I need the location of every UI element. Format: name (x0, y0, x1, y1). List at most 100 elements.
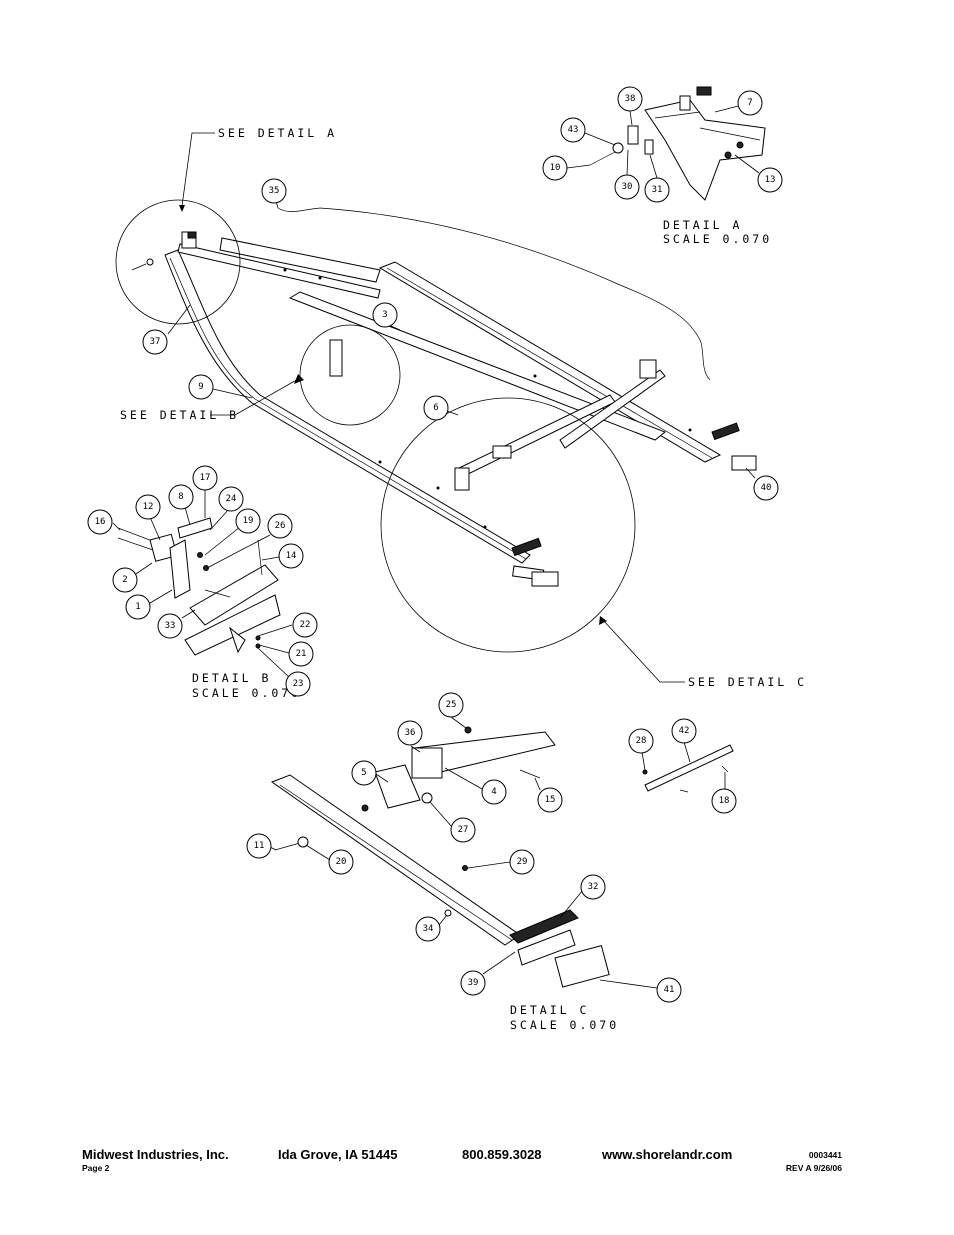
svg-text:27: 27 (458, 825, 469, 835)
callout-7: 7 (737, 90, 763, 116)
callout-2: 2 (112, 567, 138, 593)
detail-a-scale: SCALE 0.070 (663, 232, 772, 246)
svg-text:31: 31 (652, 185, 663, 195)
company-address: Ida Grove, IA 51445 (278, 1147, 398, 1162)
callout-5: 5 (351, 760, 377, 786)
svg-text:20: 20 (336, 857, 347, 867)
detail-a-circle (115, 199, 241, 325)
svg-text:13: 13 (765, 175, 776, 185)
callout-26: 26 (267, 513, 293, 539)
callout-42: 42 (671, 718, 697, 744)
guide-bracket-drawing (642, 744, 734, 793)
detail-b-title: DETAIL B (192, 671, 271, 685)
detail-c-circle (380, 397, 636, 653)
company-phone: 800.859.3028 (462, 1147, 542, 1162)
svg-text:4: 4 (491, 787, 496, 797)
callout-1: 1 (125, 594, 151, 620)
svg-text:37: 37 (150, 337, 161, 347)
svg-text:22: 22 (300, 620, 311, 630)
callout-13: 13 (757, 167, 783, 193)
svg-text:18: 18 (719, 796, 730, 806)
svg-text:21: 21 (296, 649, 307, 659)
callout-31: 31 (644, 177, 670, 203)
svg-text:42: 42 (679, 726, 690, 736)
callout-9: 9 (188, 374, 214, 400)
main-trailer-frame (131, 207, 757, 587)
callout-11: 11 (246, 833, 272, 859)
callout-23: 23 (285, 671, 311, 697)
svg-text:14: 14 (286, 551, 297, 561)
svg-text:10: 10 (550, 163, 561, 173)
svg-text:38: 38 (625, 94, 636, 104)
detail-c-scale: SCALE 0.070 (510, 1018, 619, 1032)
svg-text:30: 30 (622, 182, 633, 192)
see-detail-c-label: SEE DETAIL C (688, 675, 807, 689)
callout-4: 4 (481, 779, 507, 805)
callout-28: 28 (628, 728, 654, 754)
svg-text:3: 3 (382, 310, 387, 320)
svg-text:16: 16 (95, 517, 106, 527)
svg-text:8: 8 (178, 492, 183, 502)
callout-38: 38 (617, 86, 643, 112)
detail-b-scale: SCALE 0.070 (192, 686, 301, 700)
callout-19: 19 (235, 508, 261, 534)
svg-text:39: 39 (468, 978, 479, 988)
callout-14: 14 (278, 543, 304, 569)
svg-text:1: 1 (135, 602, 140, 612)
svg-text:28: 28 (636, 736, 647, 746)
svg-text:34: 34 (423, 924, 434, 934)
callout-40: 40 (753, 475, 779, 501)
callout-24: 24 (218, 486, 244, 512)
callout-18: 18 (711, 788, 737, 814)
footer-main-row: Midwest Industries, Inc. Ida Grove, IA 5… (82, 1147, 842, 1165)
svg-text:23: 23 (293, 679, 304, 689)
callout-20: 20 (328, 849, 354, 875)
callout-12: 12 (135, 494, 161, 520)
svg-text:41: 41 (664, 985, 675, 995)
svg-text:17: 17 (200, 473, 211, 483)
callout-35: 35 (261, 178, 287, 204)
callout-32: 32 (580, 874, 606, 900)
document-number: 0003441 (808, 1150, 842, 1160)
callout-37: 37 (142, 329, 168, 355)
svg-text:25: 25 (446, 700, 457, 710)
company-website: www.shorelandr.com (602, 1147, 733, 1162)
company-name: Midwest Industries, Inc. (82, 1147, 229, 1162)
callout-25: 25 (438, 692, 464, 718)
page-number: Page 2 (82, 1163, 110, 1173)
detail-a-title: DETAIL A (663, 218, 742, 232)
callout-6: 6 (423, 395, 449, 421)
svg-text:35: 35 (269, 186, 280, 196)
see-detail-b-label: SEE DETAIL B (120, 408, 239, 422)
callout-16: 16 (87, 509, 113, 535)
callout-27: 27 (450, 817, 476, 843)
svg-text:43: 43 (568, 125, 579, 135)
svg-text:40: 40 (761, 483, 772, 493)
svg-text:29: 29 (517, 857, 528, 867)
callout-33: 33 (157, 613, 183, 639)
detail-b-circle (299, 324, 401, 426)
svg-text:33: 33 (165, 621, 176, 631)
detail-b-drawing (117, 517, 281, 656)
callout-10: 10 (542, 155, 568, 181)
callout-36: 36 (397, 720, 423, 746)
callout-43: 43 (560, 117, 586, 143)
callout-leaders (112, 102, 760, 989)
callout-22: 22 (292, 612, 318, 638)
detail-a-drawing (589, 86, 766, 201)
callout-21: 21 (288, 641, 314, 667)
svg-text:19: 19 (243, 516, 254, 526)
callout-29: 29 (509, 849, 535, 875)
see-detail-a-label: SEE DETAIL A (218, 126, 337, 140)
svg-text:36: 36 (405, 728, 416, 738)
svg-text:9: 9 (198, 382, 203, 392)
svg-text:26: 26 (275, 521, 286, 531)
svg-text:32: 32 (588, 882, 599, 892)
svg-text:2: 2 (122, 575, 127, 585)
callout-15: 15 (537, 787, 563, 813)
svg-text:5: 5 (361, 768, 366, 778)
svg-text:6: 6 (433, 403, 438, 413)
revision-label: REV A 9/26/06 (785, 1163, 842, 1173)
detail-c-title: DETAIL C (510, 1003, 589, 1017)
